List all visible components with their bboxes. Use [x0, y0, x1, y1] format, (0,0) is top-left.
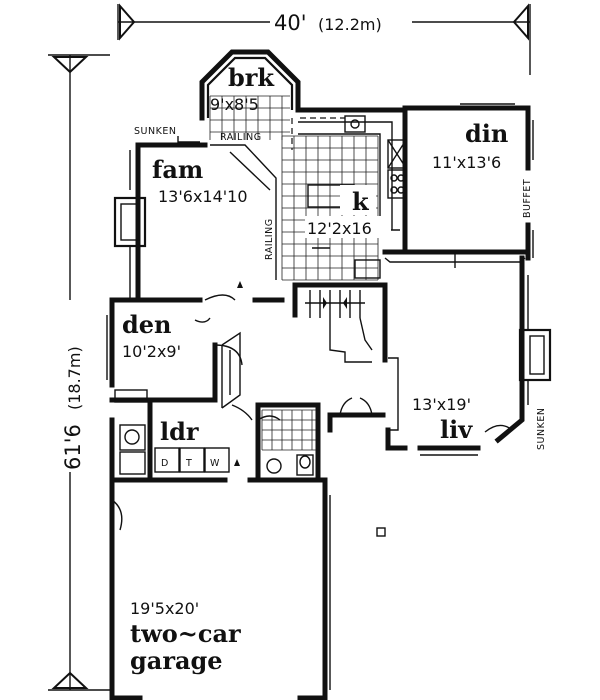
- dryer-label: D: [161, 458, 169, 469]
- depth-dimension: 61'6 (18.7m): [48, 54, 110, 691]
- room-dining-size: 11'x13'6: [432, 153, 501, 172]
- room-kitchen: k 12'2x16: [305, 185, 391, 238]
- depth-dimension-label: 61'6: [61, 424, 85, 470]
- width-dimension-label: 40': [274, 11, 307, 35]
- room-family-size: 13'6x14'10: [158, 187, 248, 206]
- room-breakfast: brk 9'x8'5: [210, 63, 275, 114]
- walls: [109, 49, 531, 700]
- stair: [305, 290, 373, 363]
- room-breakfast-name: brk: [228, 63, 275, 92]
- room-garage: 19'5x20' two~car garage: [130, 599, 241, 675]
- washer-label: W: [210, 458, 220, 469]
- room-family-name: fam: [152, 155, 203, 184]
- railing-top-label: RAILING: [220, 132, 262, 143]
- room-garage-size: 19'5x20': [130, 599, 199, 618]
- buffet-label: BUFFET: [522, 179, 533, 218]
- room-kitchen-name: k: [352, 187, 370, 216]
- room-dining: din 11'x13'6: [432, 119, 508, 172]
- room-dining-name: din: [465, 119, 508, 148]
- room-den-size: 10'2x9': [122, 342, 181, 361]
- room-living-size: 13'x19': [412, 395, 471, 414]
- room-breakfast-size: 9'x8'5: [210, 95, 259, 114]
- tile-floor: [209, 95, 379, 281]
- tub-label: T: [185, 458, 192, 469]
- room-living-name: liv: [440, 415, 473, 444]
- railing-side-label: RAILING: [264, 218, 275, 260]
- sunken-living-label: SUNKEN: [536, 408, 547, 450]
- details: [106, 103, 552, 690]
- room-garage-name-line2: garage: [130, 646, 223, 675]
- room-kitchen-size: 12'2x16: [307, 219, 372, 238]
- room-garage-name-line1: two~car: [130, 619, 241, 648]
- room-den-name: den: [122, 310, 172, 339]
- depth-dimension-metric: (18.7m): [65, 346, 84, 410]
- annotations: SUNKEN RAILING RAILING BUFFET SUNKEN: [134, 126, 547, 450]
- width-dimension-metric: (12.2m): [318, 15, 382, 34]
- room-laundry-name: ldr: [160, 417, 199, 446]
- width-dimension: 40' (12.2m): [117, 3, 531, 75]
- sunken-family-label: SUNKEN: [134, 126, 176, 137]
- room-den: den 10'2x9': [122, 310, 181, 361]
- room-laundry: ldr D T W: [160, 417, 220, 469]
- room-living: 13'x19' liv: [412, 395, 473, 444]
- room-family: fam 13'6x14'10: [152, 155, 248, 206]
